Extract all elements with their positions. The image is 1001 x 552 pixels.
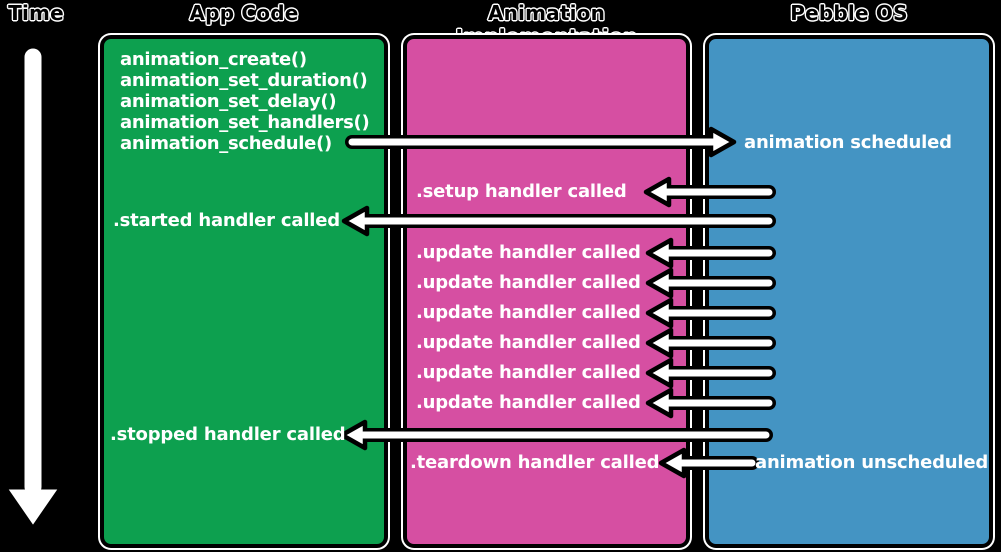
time-arrow (1, 44, 65, 532)
update-handler-label: .update handler called (416, 362, 641, 383)
animation-scheduled-label: animation scheduled (744, 132, 952, 153)
started-handler-label: .started handler called (113, 210, 340, 231)
animation-implementation-header: Animation Implementation (456, 1, 638, 49)
api-call-list: animation_create() animation_set_duratio… (120, 49, 370, 154)
teardown-handler-label: .teardown handler called (410, 452, 660, 473)
api-call: animation_set_duration() (120, 70, 368, 91)
api-call: animation_schedule() (120, 133, 332, 154)
app-code-box (100, 35, 388, 548)
stopped-handler-label: .stopped handler called (110, 424, 346, 445)
api-call: animation_create() (120, 49, 307, 70)
pebble-os-box (705, 35, 993, 548)
setup-handler-label: .setup handler called (416, 181, 627, 202)
animation-implementation-box (403, 35, 690, 548)
update-handler-label: .update handler called (416, 272, 641, 293)
api-call: animation_set_handlers() (120, 112, 370, 133)
update-handler-label: .update handler called (416, 302, 641, 323)
update-handler-label: .update handler called (416, 392, 641, 413)
animation-unscheduled-label: animation unscheduled (755, 452, 989, 473)
time-header: Time (8, 1, 64, 25)
api-call: animation_set_delay() (120, 91, 337, 112)
update-handler-label: .update handler called (416, 332, 641, 353)
app-code-header: App Code (189, 1, 299, 25)
update-handler-label: .update handler called (416, 242, 641, 263)
pebble-os-header: Pebble OS (790, 1, 908, 25)
